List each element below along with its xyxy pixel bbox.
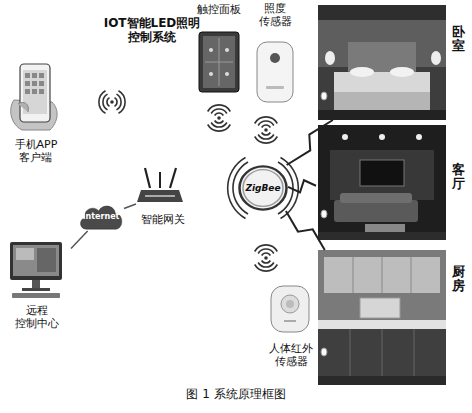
wireless-waves xyxy=(99,91,298,271)
room-living: 客厅 xyxy=(316,125,468,240)
living-room-photo xyxy=(318,125,446,240)
connector xyxy=(71,231,88,248)
node-label: 照度 传感器 xyxy=(259,2,292,28)
router-icon xyxy=(137,168,183,202)
connector xyxy=(286,211,325,250)
title-wrap: IOT智能LED照明控制系统 xyxy=(100,16,204,45)
hub-outline xyxy=(240,166,287,209)
room-kitchen: 厨房 xyxy=(316,250,468,385)
kitchen-photo xyxy=(318,250,446,385)
caption-wrap: 图 1 系统原理框图 xyxy=(0,387,472,401)
diagram-title: IOT智能LED照明控制系统 xyxy=(100,16,204,45)
network-line xyxy=(124,204,136,208)
computer-icon xyxy=(10,242,62,298)
light-sensor-icon xyxy=(257,42,293,102)
hub-ring xyxy=(243,170,283,207)
node-label: ZigBee xyxy=(245,183,280,194)
connector xyxy=(124,204,136,208)
bedroom-photo xyxy=(318,5,446,120)
remote-center: 远程 控制中心 xyxy=(3,238,71,330)
room-label: 卧室 xyxy=(452,25,465,54)
motion-sensor: 人体红外 传感器 xyxy=(262,282,320,368)
light-sensor: 照度 传感器 xyxy=(250,2,300,106)
cloud-outline xyxy=(81,206,122,229)
connector xyxy=(288,180,316,192)
node-label: 手机APP 客户端 xyxy=(15,138,58,164)
lightning-link xyxy=(286,211,325,250)
node-label: 人体红外 传感器 xyxy=(269,342,313,368)
internet-cloud: Internet xyxy=(78,203,124,231)
connector xyxy=(287,120,333,165)
node-label: Internet xyxy=(83,212,120,222)
phone-icon xyxy=(11,64,57,130)
node-label: 智能网关 xyxy=(141,213,185,226)
smart-gateway: 智能网关 xyxy=(136,162,190,226)
room-bedroom: 卧室 xyxy=(316,5,468,120)
network-line xyxy=(71,231,88,248)
room-label: 厨房 xyxy=(452,265,465,294)
zigbee-hub: ZigBee xyxy=(238,165,288,211)
figure-caption: 图 1 系统原理框图 xyxy=(186,387,285,401)
room-label: 客厅 xyxy=(452,163,465,192)
lightning-link xyxy=(288,180,316,192)
lightning-link xyxy=(287,120,333,165)
phone-client: 手机APP 客户端 xyxy=(5,60,67,164)
led-bulbs xyxy=(321,92,327,356)
node-label: 远程 控制中心 xyxy=(15,304,59,330)
motion-sensor-icon xyxy=(271,286,309,332)
node-label: 触控面板 xyxy=(197,3,241,16)
touch-panel-icon xyxy=(199,32,239,92)
